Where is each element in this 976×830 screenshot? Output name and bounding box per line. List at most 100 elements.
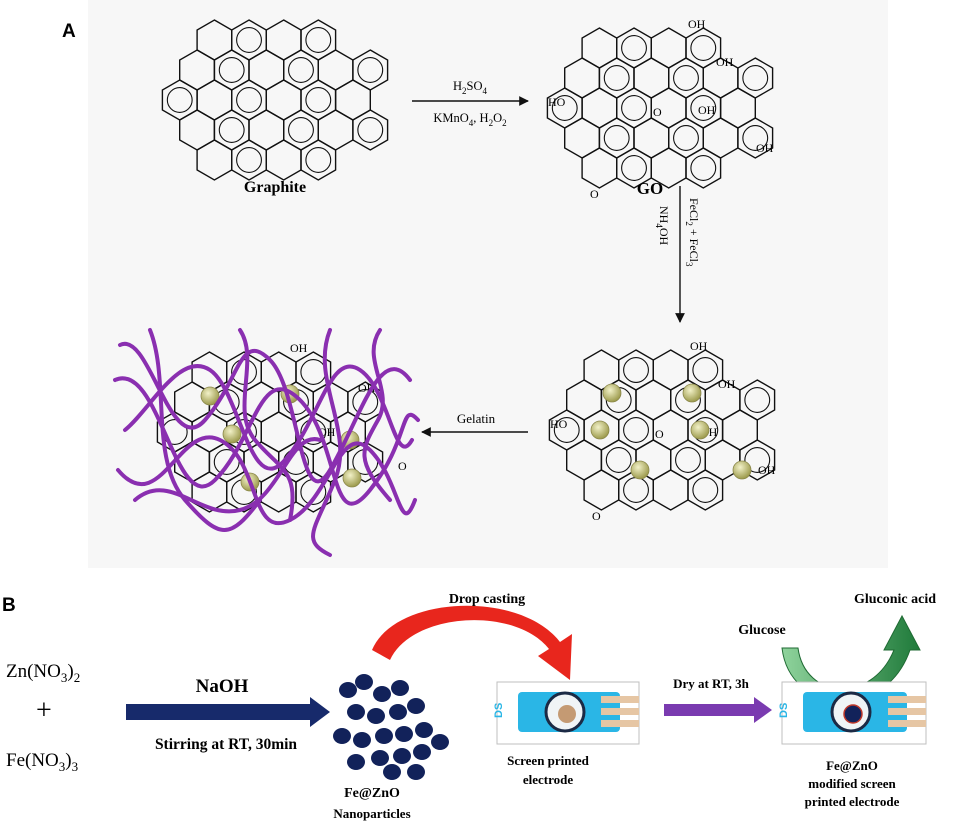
- aromatic-ring-bond: [621, 35, 647, 61]
- hydroxyl-group-lower-right: OH: [756, 141, 774, 155]
- np-subtitle: Nanoparticles: [333, 806, 410, 821]
- epoxide-group-right: O: [398, 459, 407, 473]
- epoxide-group-bottom: O: [592, 509, 601, 523]
- fe-zno-nanoparticle: [347, 754, 365, 770]
- screen-printed-electrode: DS: [493, 681, 640, 745]
- fe-zno-nanoparticle: [395, 726, 413, 742]
- aromatic-ring-bond: [690, 155, 717, 181]
- fe-zno-nanoparticle: [393, 748, 411, 764]
- iron-oxide-nanoparticle: [630, 460, 650, 480]
- spe-label-line1: Screen printed: [507, 753, 589, 768]
- epoxide-group-center: O: [653, 105, 662, 119]
- mod-label-line2: modified screen: [808, 776, 896, 791]
- hydroxyl-group-top: OH: [290, 341, 308, 355]
- hydroxyl-group-left: HO: [548, 95, 566, 109]
- aromatic-ring-bond: [690, 35, 717, 61]
- fe-zno-nanoparticle: [391, 680, 409, 696]
- aromatic-ring-bond: [742, 65, 769, 91]
- aromatic-ring-bond: [623, 417, 649, 443]
- strip-logo: DS: [493, 703, 505, 718]
- epoxide-group-center: O: [655, 427, 664, 441]
- gelatin-strand: [118, 341, 412, 483]
- strip-logo-2: DS: [778, 703, 790, 718]
- gelatin-step-label: Gelatin: [457, 411, 496, 426]
- graphite-label: Graphite: [244, 179, 306, 196]
- aromatic-ring-bond: [673, 65, 699, 91]
- step1-top-label: H2SO4: [453, 79, 488, 96]
- fe-zno-nanoparticle: [333, 728, 351, 744]
- step2-reagent-2: NH4OH: [654, 206, 671, 246]
- fe-zno-nanoparticle: [407, 764, 425, 780]
- gelatin-strand: [133, 437, 322, 514]
- fe-zno-nanoparticle: [373, 686, 391, 702]
- aromatic-ring-bond: [305, 87, 332, 113]
- nanoparticle-cluster: [333, 674, 449, 780]
- aromatic-ring-bond: [742, 125, 769, 151]
- panel-a-background: [88, 0, 888, 568]
- hexagon-ring: [739, 439, 776, 481]
- panel-b-letter: B: [2, 595, 16, 616]
- naoh-label: NaOH: [196, 676, 249, 697]
- aromatic-ring-bond: [305, 147, 332, 173]
- fe-zno-nanoparticle: [413, 744, 431, 760]
- gelatin-strand: [116, 435, 417, 525]
- aromatic-ring-bond: [288, 57, 314, 83]
- epoxide-group-bottom: O: [590, 187, 599, 201]
- hydroxyl-group-lower-right: OH: [758, 463, 776, 477]
- drop-casting-arrow: [372, 605, 572, 680]
- aromatic-ring-bond: [621, 95, 647, 121]
- aromatic-ring-bond: [603, 65, 630, 91]
- graphite-lattice: [161, 19, 389, 181]
- aromatic-ring-bond: [603, 125, 630, 151]
- aromatic-ring-bond: [357, 57, 384, 83]
- fe-zno-nanoparticle: [347, 704, 365, 720]
- mod-label-line1: Fe@ZnO: [826, 758, 878, 773]
- step1-bottom-label: KMnO4, H2O2: [433, 111, 506, 128]
- aromatic-ring-bond: [605, 447, 632, 473]
- fe-zno-nanoparticle: [375, 728, 393, 744]
- gluconic-acid-label: Gluconic acid: [854, 592, 936, 607]
- dry-arrow: [664, 697, 772, 723]
- aromatic-ring-bond: [218, 117, 245, 143]
- aromatic-ring-bond: [621, 155, 647, 181]
- aromatic-ring-bond: [692, 357, 719, 383]
- fe-nitrate-label: Fe(NO3)3: [6, 750, 78, 774]
- fe-zno-nanoparticle: [339, 682, 357, 698]
- hexagon-ring: [300, 139, 337, 181]
- hexagon-ring: [737, 117, 774, 159]
- gelatin-strand: [311, 328, 343, 557]
- iron-oxide-nanoparticle: [222, 424, 242, 444]
- fe-zno-nanoparticle: [353, 732, 371, 748]
- hydroxyl-group-right: OH: [718, 377, 736, 391]
- iron-oxide-nanoparticle: [602, 383, 622, 403]
- fe-zno-nanoparticle: [355, 674, 373, 690]
- fe-zno-nanoparticle: [407, 698, 425, 714]
- mod-label-line3: printed electrode: [805, 794, 900, 809]
- drop-casting-label: Drop casting: [449, 592, 525, 607]
- fe-zno-nanoparticle: [415, 722, 433, 738]
- aromatic-ring-bond: [673, 125, 699, 151]
- dry-label: Dry at RT, 3h: [673, 676, 750, 691]
- fe-zno-nanoparticle: [367, 708, 385, 724]
- aromatic-ring-bond: [744, 447, 771, 473]
- panel-a-letter: A: [62, 21, 76, 42]
- hydroxyl-group-top: OH: [690, 339, 708, 353]
- spe-label-line2: electrode: [523, 772, 574, 787]
- iron-oxide-nanoparticle: [200, 386, 220, 406]
- iron-oxide-nanoparticle: [732, 460, 752, 480]
- gelatin-strand: [362, 328, 392, 502]
- aromatic-ring-bond: [553, 417, 580, 443]
- modified-screen-printed-electrode: DS: [778, 681, 927, 745]
- iron-oxide-nanoparticle: [590, 420, 610, 440]
- aromatic-ring-bond: [623, 357, 649, 383]
- gelatin-strand: [238, 328, 295, 522]
- aromatic-ring-bond: [690, 95, 717, 121]
- fe-zno-nanoparticle: [389, 704, 407, 720]
- hexagon-ring: [295, 471, 332, 513]
- glucose-label: Glucose: [738, 623, 785, 638]
- aromatic-ring-bond: [352, 389, 379, 415]
